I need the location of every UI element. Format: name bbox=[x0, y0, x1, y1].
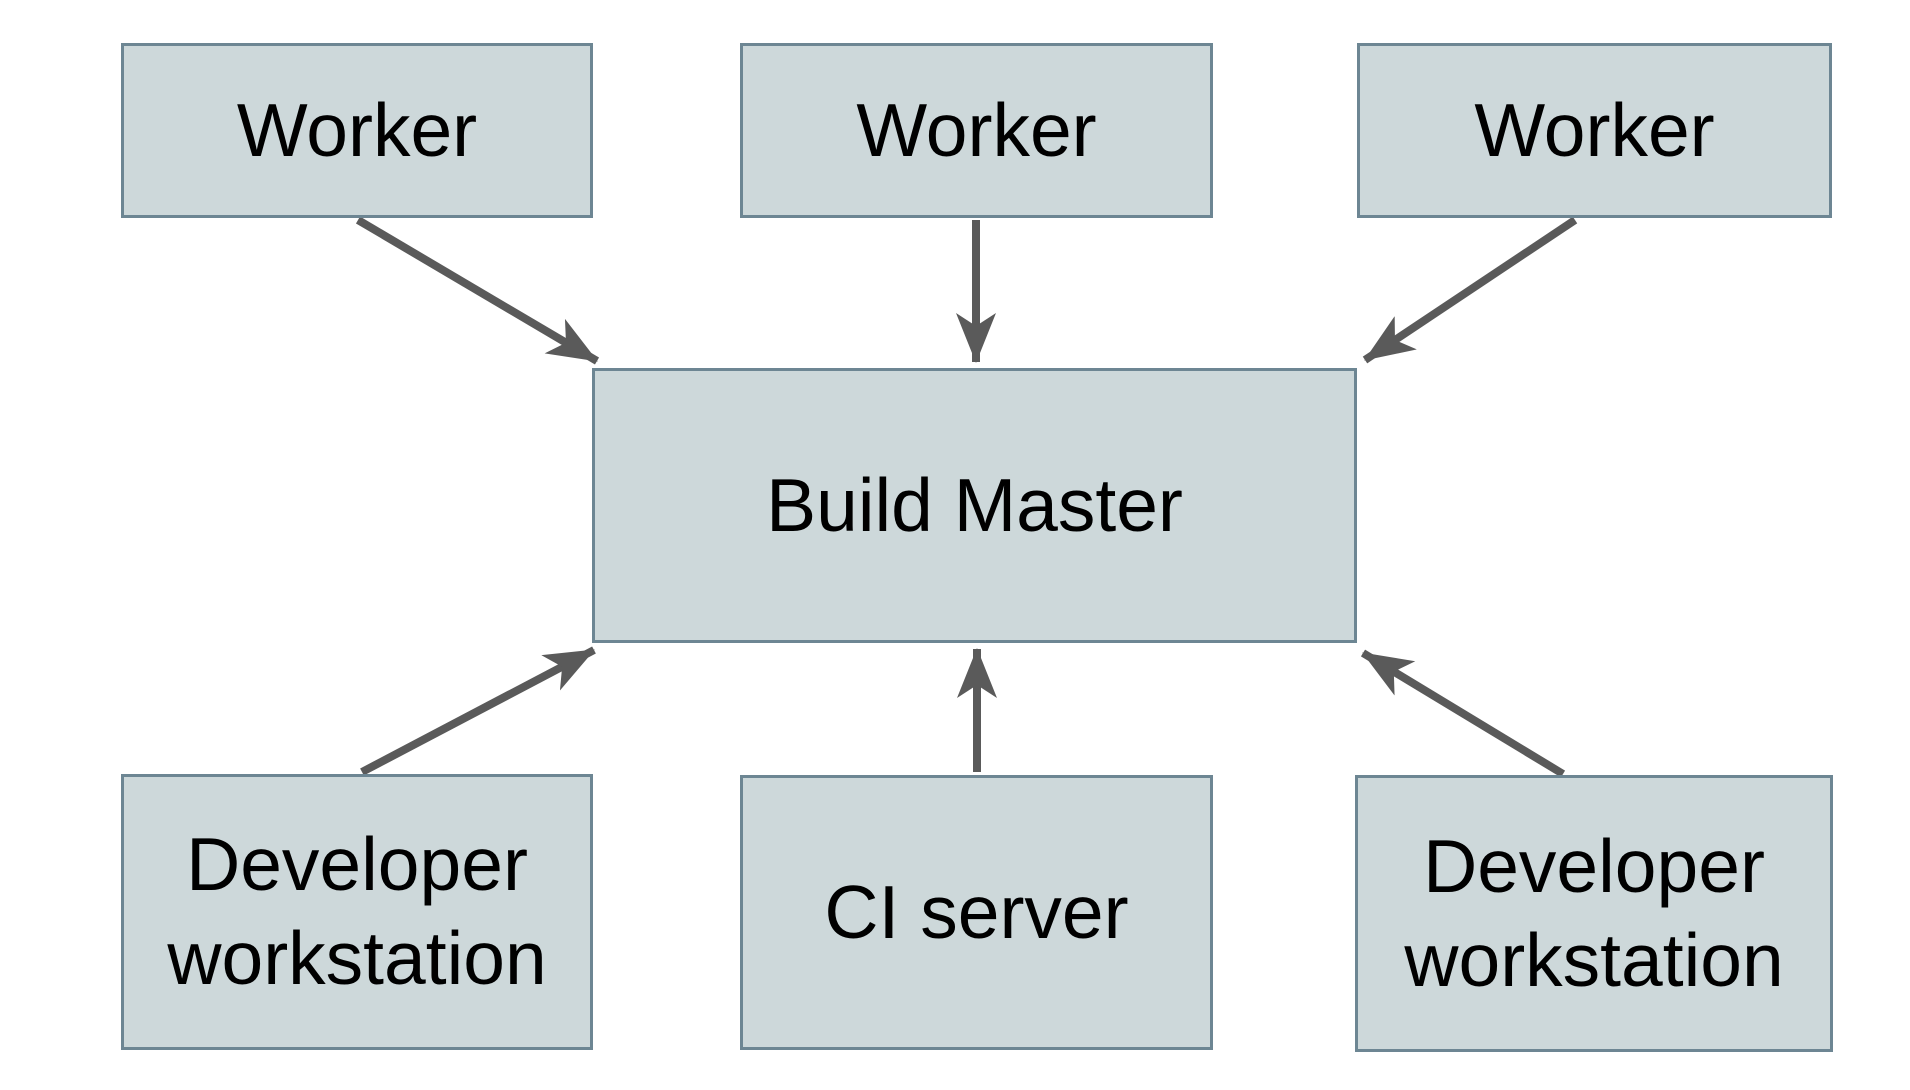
node-dev-workstation-right-label: Developer workstation bbox=[1404, 823, 1784, 1002]
node-worker-middle: Worker bbox=[740, 43, 1213, 218]
arrow-worker-left-to-build-master bbox=[355, 216, 600, 365]
node-dev-workstation-left-label: Developer workstation bbox=[167, 822, 547, 1000]
node-dev-workstation-right: Developer workstation bbox=[1355, 775, 1833, 1052]
arrow-worker-right-to-build-master bbox=[1362, 216, 1578, 364]
node-dev-workstation-left: Developer workstation bbox=[121, 774, 593, 1050]
node-worker-middle-label: Worker bbox=[856, 87, 1097, 172]
node-worker-right-label: Worker bbox=[1474, 87, 1715, 172]
node-ci-server: CI server bbox=[740, 775, 1213, 1050]
arrow-dev-workstation-left-to-build-master bbox=[360, 646, 596, 776]
arrow-dev-workstation-right-to-build-master bbox=[1360, 649, 1566, 778]
node-ci-server-label: CI server bbox=[824, 869, 1129, 954]
node-build-master-label: Build Master bbox=[766, 462, 1183, 547]
node-worker-left-label: Worker bbox=[236, 87, 478, 172]
node-build-master: Build Master bbox=[592, 368, 1357, 643]
node-worker-right: Worker bbox=[1357, 43, 1832, 218]
node-worker-left: Worker bbox=[121, 43, 593, 218]
